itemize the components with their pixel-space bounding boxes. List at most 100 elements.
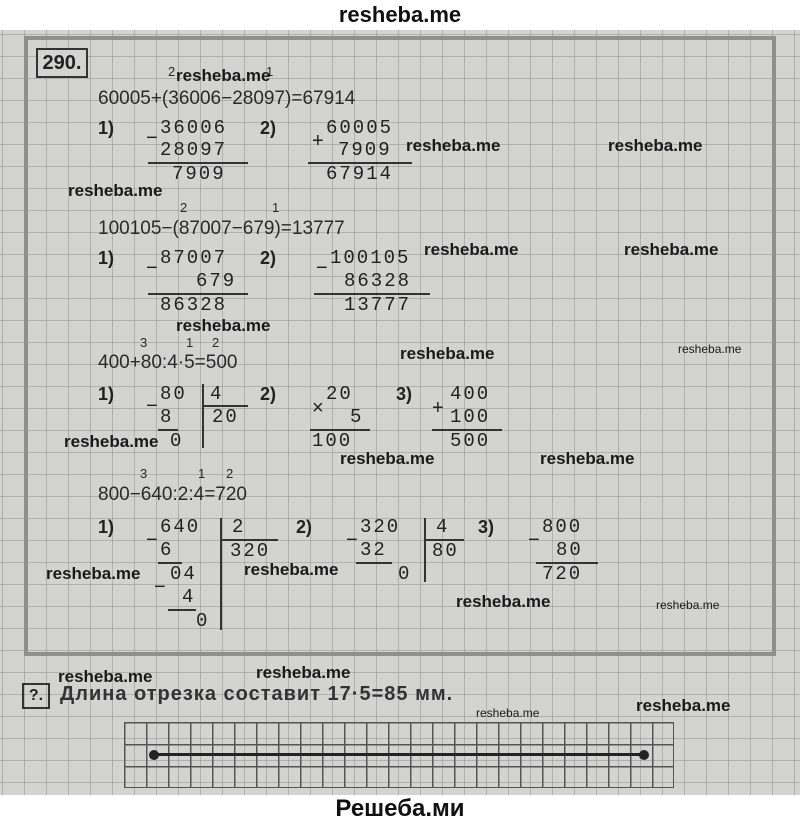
result-line — [356, 562, 392, 564]
divisor: 4 — [210, 383, 224, 405]
order-mark: 1 — [198, 466, 206, 481]
operand: 100 — [450, 406, 491, 428]
operand: 7909 — [338, 139, 392, 161]
remainder: 0 — [170, 430, 184, 452]
operator-minus: − — [146, 395, 158, 417]
division-bar — [202, 384, 204, 448]
result: 7909 — [172, 163, 226, 185]
divisor: 4 — [436, 516, 450, 538]
operator-minus: − — [146, 529, 158, 551]
order-mark: 1 — [186, 335, 194, 350]
expression-1: 60005+(36006−28097)=67914 — [98, 88, 356, 109]
result: 13777 — [344, 294, 412, 316]
operand: 80 — [556, 539, 583, 561]
step-label: 2) — [260, 384, 277, 404]
watermark: resheba.me — [406, 136, 501, 155]
watermark: resheba.me — [424, 240, 519, 259]
result: 100 — [312, 430, 353, 452]
order-mark: 1 — [266, 64, 274, 79]
operator-minus: − — [346, 529, 358, 551]
answer-text: Длина отрезка составит 17·5=85 мм. — [60, 683, 454, 705]
watermark: resheba.me — [636, 696, 731, 715]
operand: 60005 — [326, 117, 394, 139]
operand: 400 — [450, 383, 491, 405]
operand: 679 — [196, 270, 237, 292]
segment-endpoint — [149, 750, 159, 760]
order-mark: 3 — [140, 466, 148, 481]
operand: 800 — [542, 516, 583, 538]
operator-plus: + — [432, 397, 444, 419]
notebook-page — [0, 30, 800, 795]
watermark-small: resheba.me — [678, 342, 742, 356]
operator-minus: − — [154, 576, 166, 598]
step-label: 3) — [396, 384, 413, 404]
operator-minus: − — [316, 257, 328, 279]
operator-minus: − — [146, 257, 158, 279]
watermark: resheba.me — [64, 432, 159, 451]
division-line — [202, 405, 248, 407]
operand: 28097 — [160, 139, 228, 161]
quotient: 20 — [212, 406, 239, 428]
subtrahend: 6 — [160, 539, 174, 561]
expression-4: 800−640:2:4=720 — [98, 484, 247, 505]
result-line — [168, 609, 196, 611]
partial: 04 — [170, 563, 197, 585]
watermark: resheba.me — [58, 667, 153, 686]
operator-plus: + — [312, 130, 324, 152]
operator-minus: − — [146, 127, 158, 149]
watermark: resheba.me — [46, 564, 141, 583]
operand: 5 — [350, 406, 364, 428]
watermark: resheba.me — [624, 240, 719, 259]
dividend: 640 — [160, 516, 201, 538]
watermark: resheba.me — [176, 66, 271, 85]
watermark: resheba.me — [608, 136, 703, 155]
watermark: resheba.me — [68, 181, 163, 200]
dividend: 80 — [160, 383, 187, 405]
task-frame — [24, 36, 776, 656]
division-bar — [424, 518, 426, 582]
dividend: 320 — [360, 516, 401, 538]
quotient: 80 — [432, 540, 459, 562]
result: 67914 — [326, 163, 394, 185]
step-label: 1) — [98, 118, 115, 138]
division-line — [220, 539, 278, 541]
watermark-small: resheba.me — [656, 598, 720, 612]
step-label: 1) — [98, 517, 115, 537]
order-mark: 1 — [272, 200, 280, 215]
operator-minus: − — [528, 529, 540, 551]
step-label: 1) — [98, 248, 115, 268]
watermark: resheba.me — [244, 560, 339, 579]
watermark: resheba.me — [256, 663, 351, 682]
result: 500 — [450, 430, 491, 452]
order-mark: 2 — [226, 466, 234, 481]
result-line — [432, 429, 502, 431]
watermark: resheba.me — [340, 449, 435, 468]
operator-times: × — [312, 397, 324, 419]
result: 720 — [542, 563, 583, 585]
result-line — [158, 429, 178, 431]
order-mark: 2 — [180, 200, 188, 215]
task-number: 290. — [36, 48, 88, 78]
subtrahend: 32 — [360, 539, 387, 561]
order-mark: 2 — [168, 64, 176, 79]
watermark-small: resheba.me — [476, 706, 540, 720]
operand: 100105 — [330, 247, 411, 269]
operand: 87007 — [160, 247, 228, 269]
result-line — [536, 562, 598, 564]
subtrahend: 8 — [160, 406, 174, 428]
operand: 36006 — [160, 117, 228, 139]
watermark: resheba.me — [400, 344, 495, 363]
step-label: 2) — [260, 248, 277, 268]
step-label: 3) — [478, 517, 495, 537]
result-line — [308, 162, 412, 164]
quotient: 320 — [230, 540, 271, 562]
step-label: 2) — [260, 118, 277, 138]
result-line — [314, 293, 430, 295]
result-line — [158, 562, 182, 564]
step-label: 2) — [296, 517, 313, 537]
watermark: resheba.me — [456, 592, 551, 611]
result-line — [310, 429, 370, 431]
result-line — [148, 162, 248, 164]
segment-line — [154, 753, 644, 756]
result: 86328 — [160, 294, 228, 316]
